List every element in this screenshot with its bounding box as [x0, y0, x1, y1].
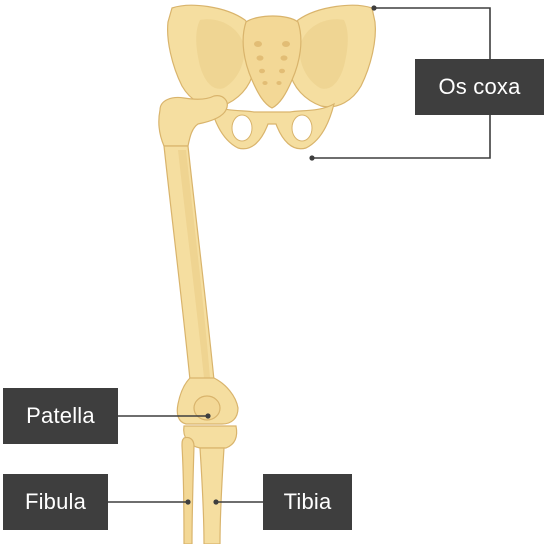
fibula-label: Fibula	[3, 474, 108, 530]
tibia-shaft	[199, 447, 225, 544]
patella-label: Patella	[3, 388, 118, 444]
os-coxa-leader-top	[374, 7, 491, 59]
tibia-bone	[183, 425, 238, 544]
tibia-plateau	[183, 425, 238, 449]
os-coxa-leader-bottom	[312, 115, 491, 159]
os-coxa-dot-top	[371, 5, 377, 11]
leader-lines	[108, 7, 491, 503]
femur	[158, 95, 239, 425]
patella-bone	[193, 395, 221, 421]
os-coxa-label: Os coxa	[415, 59, 544, 115]
left-ilium-shade	[196, 19, 245, 89]
tibia-dot	[213, 499, 219, 505]
right-obturator-foramen	[291, 114, 313, 142]
femur-shaft-shade	[178, 150, 210, 378]
pelvis	[167, 4, 376, 150]
sacrum	[242, 15, 302, 109]
sacral-foramina	[254, 41, 290, 85]
right-ilium-shade	[299, 19, 348, 89]
os-coxa-dot-bottom	[309, 155, 315, 161]
leader-dots	[185, 5, 377, 505]
fibula-dot	[185, 499, 191, 505]
tibia-label: Tibia	[263, 474, 352, 530]
fibula-bone	[181, 436, 195, 544]
lower-pelvis	[209, 102, 335, 150]
patella-dot	[205, 413, 211, 419]
left-obturator-foramen	[231, 114, 253, 142]
